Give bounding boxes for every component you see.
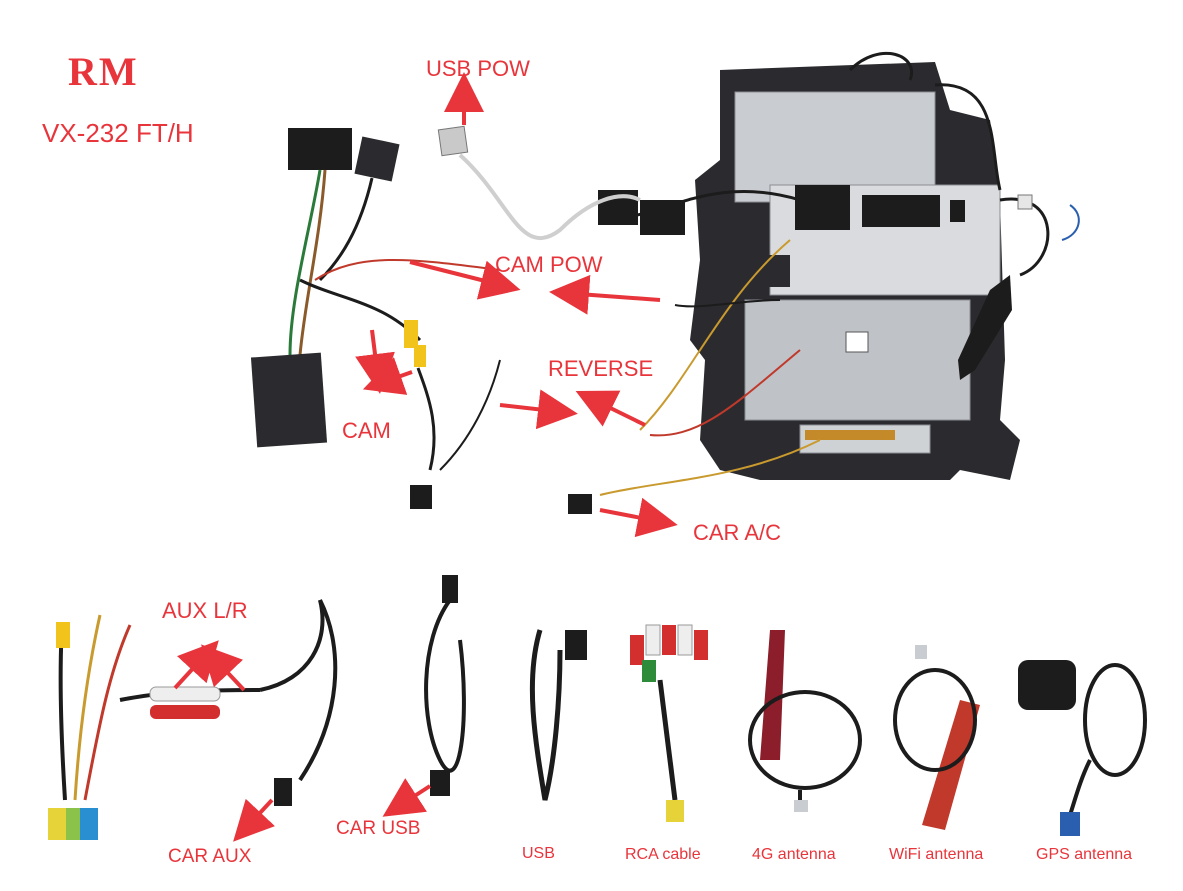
head-unit-image	[690, 51, 1080, 480]
aux-harness-image	[48, 599, 338, 840]
car-usb-label: CAR USB	[336, 818, 421, 839]
brand-logo: RM	[68, 49, 139, 94]
main-harness-image	[250, 125, 641, 509]
wifi-antenna-label: WiFi antenna	[889, 846, 984, 863]
rca-cable-label: RCA cable	[625, 846, 701, 863]
usb-cable-image	[529, 629, 587, 801]
wifi-antenna-image	[893, 645, 980, 830]
cam-pow-label: CAM POW	[495, 252, 603, 277]
4g-antenna-image	[748, 630, 862, 812]
callout-arrows	[355, 72, 678, 538]
gps-antenna-image	[1018, 660, 1147, 836]
car-ac-label: CAR A/C	[693, 520, 782, 545]
usb-label: USB	[522, 845, 555, 862]
car-aux-label: CAR AUX	[168, 846, 252, 867]
car-usb-cable-image	[424, 575, 466, 796]
aux-lr-label: AUX L/R	[162, 598, 248, 623]
usb-pow-label: USB POW	[426, 56, 530, 81]
gps-antenna-label: GPS antenna	[1036, 846, 1133, 863]
bottom-callout-arrows	[173, 640, 432, 842]
connector-plug	[640, 200, 685, 235]
4g-antenna-label: 4G antenna	[752, 846, 836, 863]
model-number: VX-232 FT/H	[42, 118, 194, 148]
cam-label: CAM	[342, 418, 391, 443]
head-unit-wires	[599, 190, 821, 496]
rca-cable-image	[630, 624, 708, 822]
reverse-label: REVERSE	[548, 356, 654, 381]
ac-plug	[568, 494, 592, 514]
